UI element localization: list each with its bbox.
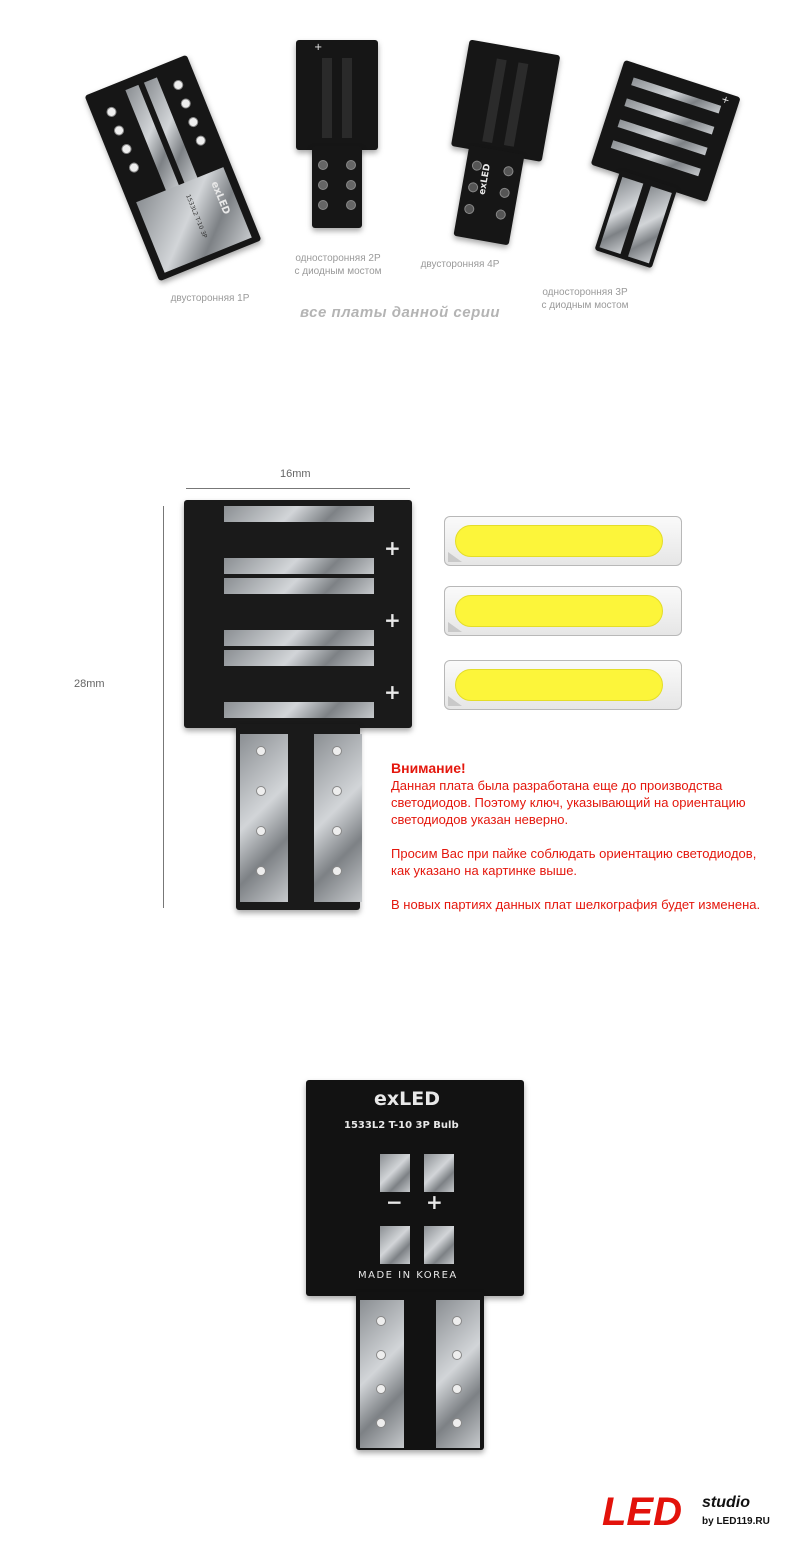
caption-4p: двусторонняя 4P <box>420 259 500 270</box>
warning-p1-line1: Данная плата была разработана еще до про… <box>391 778 723 793</box>
caption-3p-line2: с диодным мостом <box>541 300 629 311</box>
board-4p-photo: exLED <box>436 39 561 249</box>
led-strip-2 <box>444 586 682 636</box>
warning-p1-line2: светодиодов. Поэтому ключ, указывающий н… <box>391 795 746 810</box>
led-emitter-3 <box>455 669 663 701</box>
dimension-width-label: 16mm <box>280 468 311 480</box>
dimension-width-line <box>186 488 410 489</box>
led-strip-1 <box>444 516 682 566</box>
plus-marker-1: + <box>384 536 401 560</box>
back-plus: + <box>426 1190 443 1214</box>
board-3p-top-view: + + + <box>184 500 412 912</box>
led-strip-3 <box>444 660 682 710</box>
warning-p2-line1: Просим Вас при пайке соблюдать ориентаци… <box>391 846 757 861</box>
dimension-height-line <box>163 506 164 908</box>
back-minus: − <box>386 1190 403 1214</box>
dimension-height-label: 28mm <box>74 678 105 690</box>
board-2p-photo: + <box>296 40 378 228</box>
warning-p2-line2: как указано на картинке выше. <box>391 863 578 878</box>
plus-marker-3: + <box>384 680 401 704</box>
caption-3p: односторонняя 3P с диодным мостом <box>530 286 640 312</box>
board-1p-photo: exLED 1533L2 T-10 3P <box>84 54 262 282</box>
back-model: 1533L2 T-10 3P Bulb <box>344 1120 459 1131</box>
led-key-notch-3 <box>448 696 462 706</box>
warning-note: Внимание! Данная плата была разработана … <box>391 760 791 913</box>
caption-3p-line1: односторонняя 3P <box>542 287 628 298</box>
board-2p-plus: + <box>314 42 323 53</box>
led-emitter-1 <box>455 525 663 557</box>
led-emitter-2 <box>455 595 663 627</box>
back-brand: exLED <box>374 1088 440 1110</box>
logo-main: LED <box>602 1490 682 1534</box>
series-title: все платы данной серии <box>300 304 501 321</box>
warning-p3: В новых партиях данных плат шелкография … <box>391 897 761 912</box>
caption-2p: односторонняя 2P с диодным мостом <box>283 252 393 278</box>
back-origin: MADE IN KOREA <box>358 1270 458 1281</box>
caption-2p-line2: с диодным мостом <box>294 266 382 277</box>
led-key-notch-2 <box>448 622 462 632</box>
caption-2p-line1: односторонняя 2P <box>295 253 381 264</box>
warning-p1-line3: светодиодов указан неверно. <box>391 812 569 827</box>
logo-by: by LED119.RU <box>702 1516 770 1527</box>
warning-title: Внимание! <box>391 760 466 776</box>
plus-marker-2: + <box>384 608 401 632</box>
caption-1p: двусторонняя 1P <box>170 293 250 304</box>
logo-studio: studio <box>702 1494 750 1511</box>
led-key-notch-1 <box>448 552 462 562</box>
board-back-photo: exLED 1533L2 T-10 3P Bulb − + MADE IN KO… <box>306 1080 524 1452</box>
board-3p-photo: + <box>565 59 741 280</box>
